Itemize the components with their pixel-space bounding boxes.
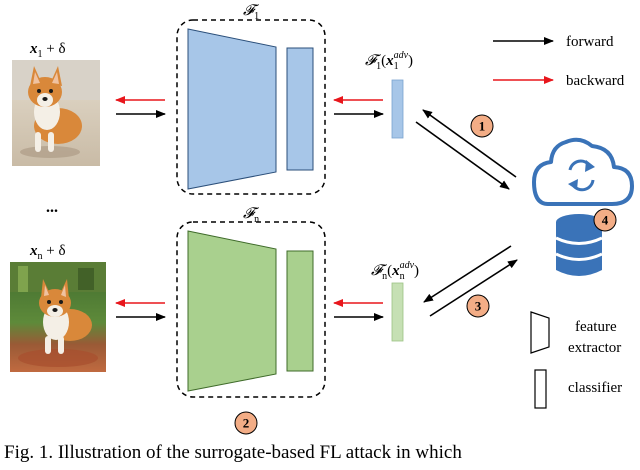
feature-extractor-bottom (187, 230, 277, 392)
legend-classifier-shape (534, 369, 547, 409)
download-arrow-step3-b (429, 259, 518, 317)
input-label-top: x1 + δ (29, 41, 66, 60)
feature-output-top (391, 79, 404, 139)
output-label-bottom: 𝓕n(xnadv) (371, 260, 419, 282)
classifier-top (286, 47, 314, 171)
upload-arrow-step1-a (422, 109, 517, 178)
classifier-bottom (286, 250, 314, 372)
legend-forward-label: forward (566, 34, 614, 50)
legend-feature-extractor-line2: extractor (568, 340, 621, 356)
server-cloud-icon (532, 137, 634, 206)
model-box-top (176, 19, 326, 195)
legend-feature-extractor-line1: feature (575, 319, 617, 335)
input-label-bottom: xn + δ (29, 243, 66, 262)
feature-output-bottom (391, 282, 404, 342)
step-number-2: 2 (243, 416, 250, 431)
feature-extractor-top (187, 28, 277, 190)
step-number-1: 1 (479, 119, 486, 134)
figure-caption: Fig. 1. Illustration of the surrogate-ba… (4, 442, 462, 463)
step-badge-2 (234, 411, 258, 435)
step-badge-3 (466, 294, 490, 318)
legend-feature-extractor-shape (530, 311, 550, 354)
step-badge-1 (470, 114, 494, 138)
model-box-bottom (176, 221, 326, 398)
output-label-top: 𝓕1(x1adv) (365, 50, 413, 72)
step-number-4: 4 (602, 213, 609, 228)
download-arrow-step3-a (423, 245, 512, 303)
clients-ellipsis: ... (46, 199, 58, 216)
input-image-top (12, 60, 100, 166)
step-badge-4 (593, 208, 617, 232)
legend-backward-label: backward (566, 73, 625, 89)
step-number-3: 3 (475, 299, 482, 314)
legend-classifier-label: classifier (568, 380, 622, 396)
server-database-icon (555, 214, 603, 276)
input-image-bottom (10, 262, 106, 372)
upload-arrow-step1-b (415, 121, 510, 190)
model-label-top: 𝓕1 (243, 3, 260, 22)
